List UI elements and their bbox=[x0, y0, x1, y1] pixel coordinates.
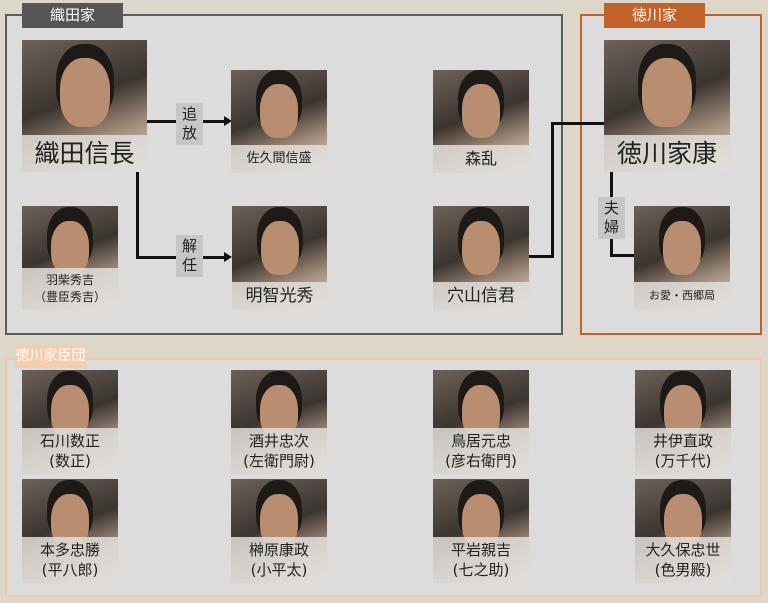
anayama-ieyasu-connector-top bbox=[551, 122, 604, 125]
character-card-ieyasu: 徳川家康 bbox=[604, 40, 730, 172]
anayama-ieyasu-connector bbox=[529, 255, 553, 258]
character-name: 穴山信君 bbox=[433, 282, 529, 310]
portrait bbox=[461, 220, 501, 275]
retainer-name: 酒井忠次 bbox=[248, 432, 309, 450]
oda-clan-label: 織田家 bbox=[22, 3, 123, 28]
retainer-alias: (小平太) bbox=[250, 561, 308, 579]
character-name: 佐久間信盛 bbox=[231, 145, 327, 173]
tokugawa-clan-label: 徳川家 bbox=[604, 3, 705, 28]
arrow-icon bbox=[224, 252, 232, 262]
retainer-card: 本多忠勝 (平八郎) bbox=[22, 479, 118, 583]
retainer-alias: (彦右衛門) bbox=[445, 452, 517, 470]
character-card-oai: お愛・西郷局 bbox=[634, 206, 730, 310]
character-name: 徳川家康 bbox=[604, 135, 730, 172]
retainer-card: 大久保忠世 (色男殿) bbox=[635, 479, 731, 583]
character-card-sakuma: 佐久間信盛 bbox=[231, 70, 327, 173]
arrow-icon bbox=[224, 116, 232, 126]
character-name: 明智光秀 bbox=[232, 282, 327, 310]
character-card-anayama: 穴山信君 bbox=[433, 206, 529, 310]
character-card-nobunaga: 織田信長 bbox=[22, 40, 147, 172]
portrait bbox=[461, 84, 501, 138]
retainer-name: 大久保忠世 bbox=[645, 541, 721, 559]
dismiss-connector-v bbox=[136, 172, 139, 259]
portrait bbox=[259, 84, 299, 138]
portrait bbox=[50, 220, 90, 275]
retainer-card: 鳥居元忠 (彦右衛門) bbox=[433, 370, 529, 474]
retainer-name: 榊原康政 bbox=[248, 541, 309, 559]
retainer-name: 鳥居元忠 bbox=[450, 432, 511, 450]
retainer-card: 榊原康政 (小平太) bbox=[231, 479, 327, 583]
retainer-alias: (七之助) bbox=[452, 561, 510, 579]
character-name: 森乱 bbox=[433, 145, 529, 173]
character-name: お愛・西郷局 bbox=[634, 282, 730, 310]
portrait bbox=[59, 58, 110, 128]
portrait bbox=[662, 220, 702, 275]
dismiss-relation-label: 解任 bbox=[176, 235, 203, 277]
retainer-alias: (万千代) bbox=[654, 452, 712, 470]
retainer-name: 本多忠勝 bbox=[39, 541, 100, 559]
retainers-label: 徳川家臣団 bbox=[15, 345, 86, 368]
character-name: 羽柴秀吉 bbox=[45, 273, 94, 287]
retainer-alias: (色男殿) bbox=[654, 561, 712, 579]
character-name: 織田信長 bbox=[22, 135, 147, 172]
retainer-card: 平岩親吉 (七之助) bbox=[433, 479, 529, 583]
exile-relation-label: 追放 bbox=[176, 103, 203, 145]
retainer-alias: (平八郎) bbox=[41, 561, 99, 579]
retainer-card: 酒井忠次 (左衛門尉) bbox=[231, 370, 327, 474]
character-alias: （豊臣秀吉） bbox=[33, 290, 106, 304]
character-card-mori: 森乱 bbox=[433, 70, 529, 173]
anayama-ieyasu-connector-v bbox=[551, 122, 554, 258]
retainer-name: 井伊直政 bbox=[652, 432, 713, 450]
character-card-hideyoshi: 羽柴秀吉 （豊臣秀吉） bbox=[22, 206, 118, 310]
portrait bbox=[641, 58, 693, 128]
character-card-akechi: 明智光秀 bbox=[232, 206, 327, 310]
couple-connector-h bbox=[610, 254, 634, 257]
retainer-card: 石川数正 (数正) bbox=[22, 370, 118, 474]
retainer-name: 平岩親吉 bbox=[450, 541, 511, 559]
retainer-alias: (数正) bbox=[49, 452, 91, 470]
retainer-card: 井伊直政 (万千代) bbox=[635, 370, 731, 474]
couple-relation-label: 夫婦 bbox=[598, 197, 625, 239]
retainer-name: 石川数正 bbox=[39, 432, 100, 450]
retainer-alias: (左衛門尉) bbox=[243, 452, 315, 470]
portrait bbox=[260, 220, 299, 275]
